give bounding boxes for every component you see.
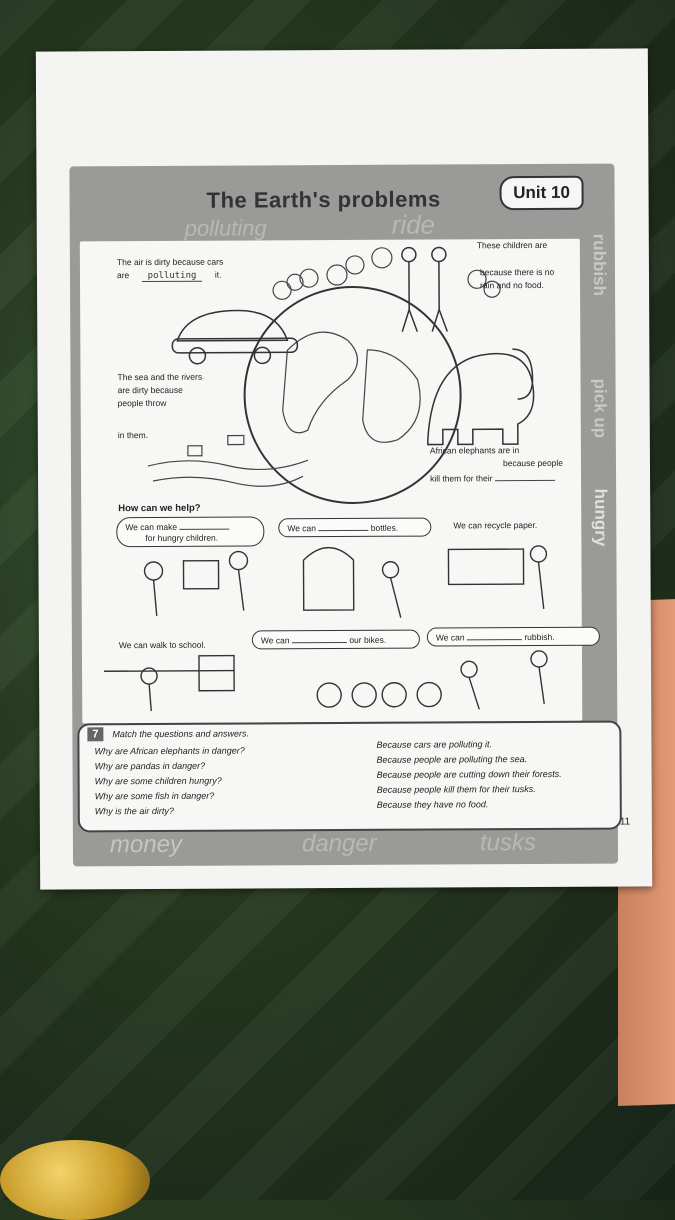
match-answer-3[interactable]: Because people are cutting down their fo…: [377, 769, 562, 780]
help-bubble-rubbish: We can rubbish.: [427, 627, 600, 647]
problem-air-answer[interactable]: polluting: [142, 271, 203, 282]
help-bubble-bottles: We can bottles.: [278, 518, 431, 538]
page-number: 11: [620, 817, 630, 828]
help-b1-line1: We can make: [125, 522, 177, 532]
earth-globe: [244, 286, 461, 503]
match-instruction: Match the questions and answers.: [112, 729, 249, 740]
elephant-drawing: [427, 349, 533, 445]
help-b6-blank[interactable]: [467, 630, 522, 640]
help-b2-pre: We can: [287, 523, 316, 533]
yellow-toy: [0, 1140, 150, 1220]
help-row2-drawing: [104, 651, 547, 711]
help-row1-drawing: [144, 546, 546, 619]
match-answer-4[interactable]: Because people kill them for their tusks…: [377, 784, 536, 795]
help-b5-post: our bikes.: [349, 635, 386, 645]
hungry-children-drawing: [402, 247, 447, 331]
help-b6-pre: We can: [436, 632, 465, 642]
problem-elephants-line3-text: kill them for their: [430, 473, 492, 483]
problem-sea-line4: in them.: [118, 429, 148, 441]
help-b1-blank[interactable]: [179, 520, 229, 530]
match-question-2[interactable]: Why are pandas in danger?: [95, 761, 206, 772]
help-b2-blank[interactable]: [318, 521, 368, 531]
match-answer-2[interactable]: Because people are polluting the sea.: [376, 754, 527, 765]
problem-sea-line3: people throw: [118, 397, 167, 409]
match-question-1[interactable]: Why are African elephants in danger?: [94, 746, 244, 757]
help-b5-pre: We can: [261, 635, 290, 645]
match-question-4[interactable]: Why are some fish in danger?: [95, 791, 215, 802]
match-question-3[interactable]: Why are some children hungry?: [95, 776, 222, 787]
match-answer-1[interactable]: Because cars are polluting it.: [376, 739, 492, 750]
problem-air-line2: are polluting it.: [117, 269, 222, 283]
problem-air-post: it.: [215, 270, 222, 280]
help-walk-school: We can walk to school.: [119, 639, 206, 651]
continent-shape: [362, 350, 420, 443]
problem-elephants-line3: kill them for their: [430, 471, 555, 485]
help-heading: How can we help?: [118, 503, 200, 515]
help-bubble-bikes: We can our bikes.: [252, 630, 420, 650]
problem-children-line2: because there is no: [480, 266, 554, 278]
worksheet-page: polluting ride rubbish pick up hungry mo…: [36, 48, 652, 889]
problem-elephants-line1: African elephants are in: [430, 444, 519, 456]
help-recycle-paper: We can recycle paper.: [453, 519, 537, 531]
continent-shape: [282, 332, 358, 433]
problem-air-line1: The air is dirty because cars: [117, 256, 223, 269]
match-question-5[interactable]: Why is the air dirty?: [95, 806, 174, 816]
car-drawing: [172, 310, 297, 364]
problem-children-line3: rain and no food.: [480, 279, 544, 291]
problem-air-pre: are: [117, 270, 129, 280]
help-b1-line2: for hungry children.: [145, 533, 218, 543]
problem-children-line1: These children are: [477, 239, 547, 251]
exercise-number: 7: [87, 727, 103, 741]
problem-sea-line1: The sea and the rivers: [117, 371, 202, 383]
help-bubble-make-food: We can make for hungry children.: [116, 516, 264, 547]
problem-sea-line2: are dirty because: [118, 384, 183, 396]
help-b5-blank[interactable]: [292, 633, 347, 643]
help-b2-post: bottles.: [371, 523, 398, 533]
problem-elephants-blank[interactable]: [495, 471, 555, 481]
match-answer-5[interactable]: Because they have no food.: [377, 799, 489, 810]
problem-elephants-line2: because people: [503, 457, 563, 469]
help-b6-post: rubbish.: [524, 632, 554, 642]
